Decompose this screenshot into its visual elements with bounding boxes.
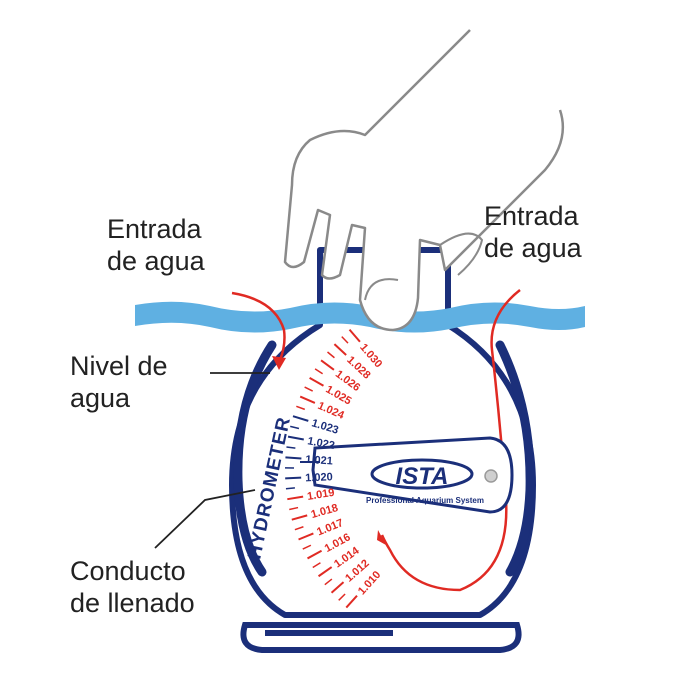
label-inlet-right: Entrada de agua [484, 200, 582, 264]
label-fill-duct: Conducto de llenado [70, 555, 195, 619]
scale-minor-tick [286, 488, 295, 489]
brand-logo: ISTA [396, 463, 449, 490]
scale-tick [285, 457, 301, 458]
hydrometer-base [243, 625, 518, 650]
brand-subtitle: Professional Aquarium System [366, 496, 484, 505]
label-water-level: Nivel de agua [70, 350, 168, 414]
scale-tick [285, 478, 301, 479]
scale-tick-label: 1.021 [305, 454, 333, 468]
scale-tick-label: 1.020 [305, 471, 333, 484]
label-inlet-left: Entrada de agua [107, 213, 205, 277]
